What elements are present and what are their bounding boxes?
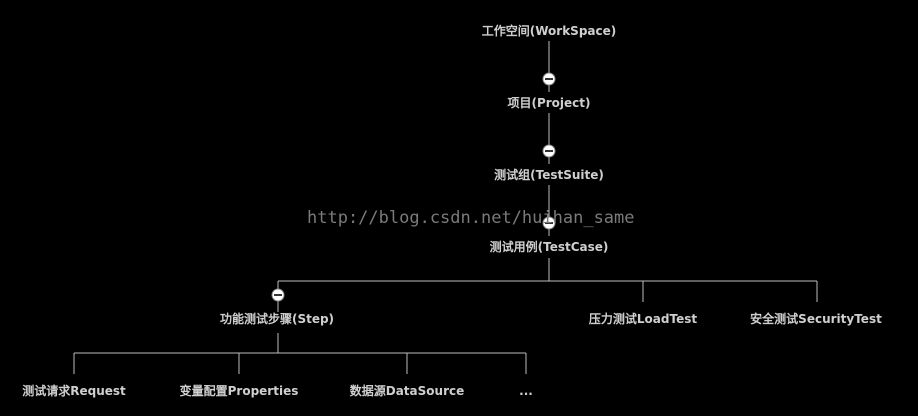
collapse-toggle-project[interactable] [542,144,556,158]
watermark-url: http://blog.csdn.net/huihan_same [307,208,635,228]
node-securitytest: 安全测试SecurityTest [750,312,882,326]
node-loadtest: 压力测试LoadTest [588,312,698,326]
node-workspace: 工作空间(WorkSpace) [481,24,617,38]
node-project: 项目(Project) [507,96,591,110]
node-more: ... [519,384,533,398]
collapse-toggle-workspace[interactable] [542,72,556,86]
node-request: 测试请求Request [22,384,126,398]
node-testcase: 测试用例(TestCase) [489,240,609,254]
node-datasource: 数据源DataSource [349,384,465,398]
collapse-toggle-testcase-branch[interactable] [271,288,285,302]
node-step: 功能测试步骤(Step) [219,312,335,326]
node-testsuite: 测试组(TestSuite) [494,168,604,182]
node-properties: 变量配置Properties [179,384,299,398]
collapse-toggle-testsuite[interactable] [542,216,556,230]
